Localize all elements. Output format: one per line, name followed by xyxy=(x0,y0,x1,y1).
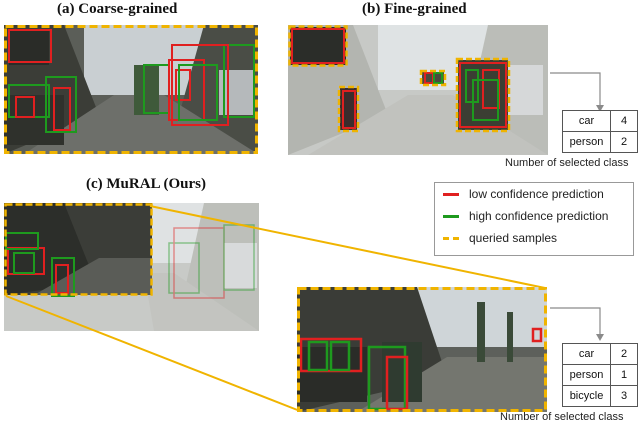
legend-item-low-confidence: low confidence prediction xyxy=(435,183,633,205)
panel-a-title: (a) Coarse-grained xyxy=(57,1,178,17)
panel-c-zoomed-image xyxy=(297,287,547,412)
panel-c-selected-table: car 2 person 1 bicycle 3 xyxy=(562,343,638,407)
panel-c-image xyxy=(4,203,259,331)
panel-b-arrow xyxy=(550,72,604,112)
table-row: person 1 xyxy=(562,364,638,386)
count-cell: 3 xyxy=(610,385,638,407)
count-cell: 2 xyxy=(610,131,638,153)
panel-c-table-caption: Number of selected class xyxy=(500,411,624,423)
red-line-icon xyxy=(443,192,459,196)
panel-a-image xyxy=(4,25,258,154)
panel-b-image xyxy=(288,25,548,155)
legend-label: high confidence prediction xyxy=(469,209,609,223)
class-cell: person xyxy=(562,131,611,153)
count-cell: 2 xyxy=(610,343,638,365)
legend-label: low confidence prediction xyxy=(469,187,604,201)
table-row: car 4 xyxy=(562,110,638,132)
legend-item-high-confidence: high confidence prediction xyxy=(435,205,633,227)
table-row: bicycle 3 xyxy=(562,385,638,407)
count-cell: 1 xyxy=(610,364,638,386)
yellow-dashed-line-icon xyxy=(443,236,459,240)
table-row: person 2 xyxy=(562,131,638,153)
panel-b-title: (b) Fine-grained xyxy=(362,1,467,17)
legend: low confidence prediction high confidenc… xyxy=(434,182,634,256)
panel-b-selected-table: car 4 person 2 xyxy=(562,110,638,153)
table-row: car 2 xyxy=(562,343,638,365)
class-cell: person xyxy=(562,364,611,386)
legend-label: queried samples xyxy=(469,231,558,245)
panel-c-title: (c) MuRAL (Ours) xyxy=(86,176,206,192)
panel-b-table-caption: Number of selected class xyxy=(505,157,629,169)
class-cell: bicycle xyxy=(562,385,611,407)
class-cell: car xyxy=(562,343,611,365)
panel-c-arrow xyxy=(550,307,604,341)
green-line-icon xyxy=(443,214,459,218)
legend-item-queried: queried samples xyxy=(435,227,633,249)
